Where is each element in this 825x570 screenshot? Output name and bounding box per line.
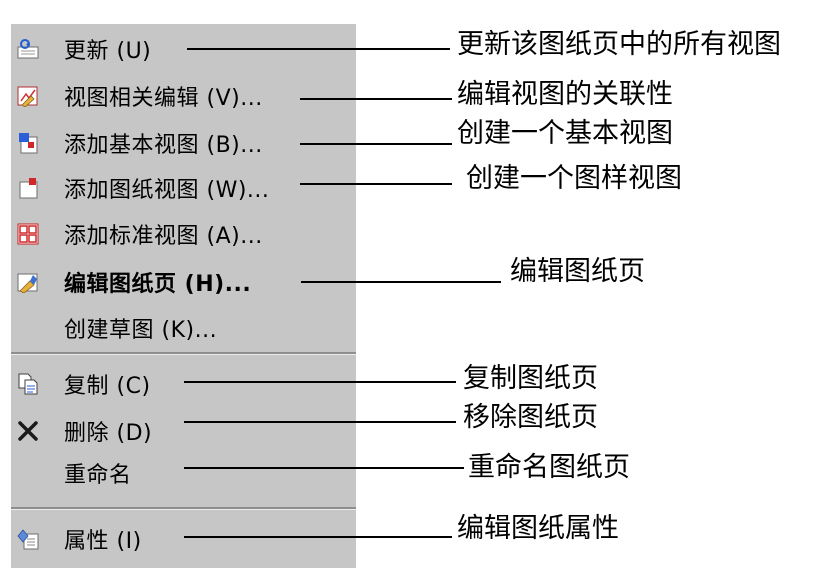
menu-item-label: 重命名 [64,463,132,488]
annotation-text: 创建一个基本视图 [457,118,673,149]
leader-line [184,421,456,423]
leader-line [187,48,450,50]
edit-sheet-icon [17,273,38,293]
menu-item-rename[interactable]: 重命名 [11,452,356,494]
annotation-text: 编辑图纸页 [510,256,645,287]
sheet-view-icon [19,178,38,199]
menu-item-add-drawing-view[interactable]: 添加图纸视图 (W)... [11,167,356,209]
menu-item-add-base-view[interactable]: 添加基本视图 (B)... [11,122,356,164]
menu-item-label: 创建草图 (K)... [64,318,218,343]
annotation-text: 创建一个图样视图 [466,163,682,194]
leader-line [301,281,501,283]
annotation-text: 编辑视图的关联性 [457,79,673,110]
menu-item-label: 添加图纸视图 (W)... [64,178,270,203]
annotation-text: 更新该图纸页中的所有视图 [457,29,781,60]
edit-view-icon [17,86,38,107]
menu-item-label: 删除 (D) [64,421,153,446]
menu-item-create-sketch[interactable]: 创建草图 (K)... [11,307,356,349]
annotation-text: 编辑图纸属性 [457,513,619,544]
menu-item-label: 复制 (C) [64,374,151,399]
menu-item-copy[interactable]: 复制 (C) [11,363,356,405]
properties-icon [17,529,39,550]
menu-item-edit-sheet[interactable]: 编辑图纸页 (H)... [11,261,356,303]
menu-item-view-dependent-edit[interactable]: 视图相关编辑 (V)... [11,75,356,117]
copy-icon [18,373,38,395]
leader-line [184,381,456,383]
standard-views-icon [17,223,39,245]
annotation-text: 复制图纸页 [463,363,598,394]
menu-item-add-standard-views[interactable]: 添加标准视图 (A)... [11,213,356,255]
leader-line [300,98,452,100]
annotation-text: 移除图纸页 [463,402,598,433]
menu-item-label: 编辑图纸页 (H)... [64,272,252,297]
menu-item-label: 更新 (U) [64,39,152,64]
menu-item-label: 视图相关编辑 (V)... [64,86,263,111]
context-menu: 更新 (U) 视图相关编辑 (V)... 添加基本视图 (B)... 添加图纸视… [11,24,356,568]
menu-item-label: 添加标准视图 (A)... [64,224,263,249]
annotation-text: 重命名图纸页 [468,452,630,483]
leader-line [300,143,452,145]
leader-line [184,467,464,469]
base-view-icon [19,133,38,154]
menu-separator [11,352,356,355]
menu-item-label: 属性 (I) [64,529,142,554]
menu-item-properties[interactable]: 属性 (I) [11,518,356,560]
menu-separator [11,507,356,510]
menu-item-delete[interactable]: 删除 (D) [11,410,356,452]
leader-line [184,536,452,538]
menu-item-update[interactable]: 更新 (U) [11,28,356,70]
leader-line [300,183,452,185]
refresh-icon [17,39,39,59]
menu-item-label: 添加基本视图 (B)... [64,133,263,158]
delete-icon [18,421,38,441]
